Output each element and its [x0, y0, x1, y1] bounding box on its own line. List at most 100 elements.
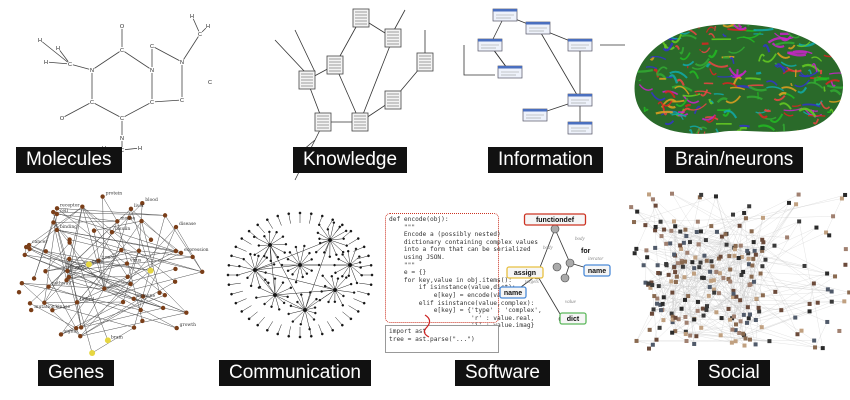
atom-bg [55, 45, 61, 51]
comm-edge [254, 269, 269, 284]
comm-edge [329, 239, 344, 253]
gene-edge [98, 232, 113, 261]
brain-fiber [709, 21, 728, 22]
gene-word: mouse [120, 216, 135, 221]
knowledge-panel: Knowledge [215, 0, 440, 185]
social-avatar-node [747, 337, 752, 342]
social-avatar-node [748, 312, 753, 317]
gene-word: cancer [32, 240, 48, 245]
social-avatar-node [827, 233, 832, 238]
social-avatar-node [761, 240, 766, 245]
social-avatar-node [686, 294, 691, 299]
social-avatar-node [653, 224, 658, 229]
gene-node [65, 268, 70, 274]
brain-fiber [736, 36, 755, 43]
social-avatar-node [641, 263, 646, 268]
brain-fiber [668, 27, 674, 32]
brain-fiber [825, 79, 840, 86]
gene-edge [21, 282, 141, 311]
gene-edge [80, 226, 177, 337]
brain-fiber [787, 44, 796, 50]
social-avatar-node [829, 289, 834, 294]
atom-label: C [120, 48, 124, 54]
brain-fiber [810, 109, 819, 112]
social-avatar-node [634, 246, 639, 251]
gene-node [16, 290, 22, 295]
comm-node [334, 271, 337, 275]
comm-edge [342, 254, 351, 266]
social-avatar-node [794, 202, 799, 207]
brain-fiber [679, 52, 691, 61]
webpage-node [525, 21, 551, 35]
social-avatar-node [649, 311, 654, 316]
social-edge [672, 227, 817, 293]
brain-fiber [830, 81, 836, 87]
gene-node [131, 296, 136, 302]
social-edge [684, 261, 712, 278]
gene-network-diagram: diseasegeneproteincelltumorgrowthsignalr… [16, 191, 209, 356]
social-edge [716, 274, 742, 313]
social-edge [634, 205, 656, 254]
brain-fiber [713, 93, 724, 96]
social-avatar-node [731, 291, 736, 296]
comm-edge [239, 265, 256, 271]
social-edge [675, 281, 731, 332]
webpage-node [567, 121, 593, 135]
comm-edge [288, 326, 291, 337]
brain-fiber [827, 110, 832, 114]
social-avatar-node [713, 194, 718, 199]
social-edge [734, 206, 750, 250]
gene-edge [56, 229, 182, 254]
comm-edge [288, 309, 306, 315]
social-avatar-node [843, 262, 848, 267]
social-avatar-node [753, 317, 758, 322]
social-edge [688, 295, 733, 343]
comm-edge [277, 215, 282, 226]
social-avatar-node [847, 290, 850, 295]
social-avatar-node [687, 240, 692, 245]
comm-node [345, 244, 348, 247]
comm-edge [299, 245, 305, 266]
molecule-bond [151, 99, 183, 103]
gene-edge [69, 206, 83, 259]
social-edge [636, 340, 653, 345]
comm-node [341, 304, 345, 307]
social-avatar-node [645, 255, 650, 260]
gene-edge [53, 211, 182, 254]
gene-edge [102, 196, 118, 222]
social-avatar-node [728, 317, 733, 322]
gene-edge [53, 222, 67, 281]
knowledge-edge [294, 29, 316, 73]
social-avatar-node [708, 269, 713, 274]
social-avatar-node [682, 259, 687, 264]
social-avatar-node [742, 343, 747, 348]
brain-fiber [739, 126, 748, 130]
comm-edge [257, 316, 265, 326]
social-edge [645, 260, 682, 283]
social-avatar-node [660, 301, 665, 306]
social-edge [701, 295, 763, 328]
atom-bg [179, 97, 185, 103]
brain-fiber [674, 85, 690, 95]
code-snippet-text: def encode(obj): """ Encode a (possibly … [389, 216, 542, 337]
gene-node [120, 299, 126, 305]
brain-fiber [664, 90, 676, 99]
comm-edge [318, 224, 331, 241]
document-node [314, 112, 332, 132]
brain-fiber [676, 78, 685, 87]
comm-node [286, 295, 289, 299]
atom-label: C [198, 32, 202, 38]
ast-assign-text: assign [514, 270, 536, 277]
social-avatar-node [779, 308, 784, 313]
social-avatar-node [648, 285, 653, 290]
brain-fiber [753, 131, 771, 134]
brain-fiber [746, 95, 763, 101]
gene-word: expression [184, 247, 209, 253]
molecule-bond [57, 47, 71, 65]
knowledge-edge [359, 37, 394, 123]
comm-edge [267, 219, 273, 229]
comm-node [263, 235, 266, 238]
brain-label: Brain/neurons [665, 147, 804, 173]
social-edge [814, 321, 828, 348]
comm-edge [329, 239, 337, 255]
